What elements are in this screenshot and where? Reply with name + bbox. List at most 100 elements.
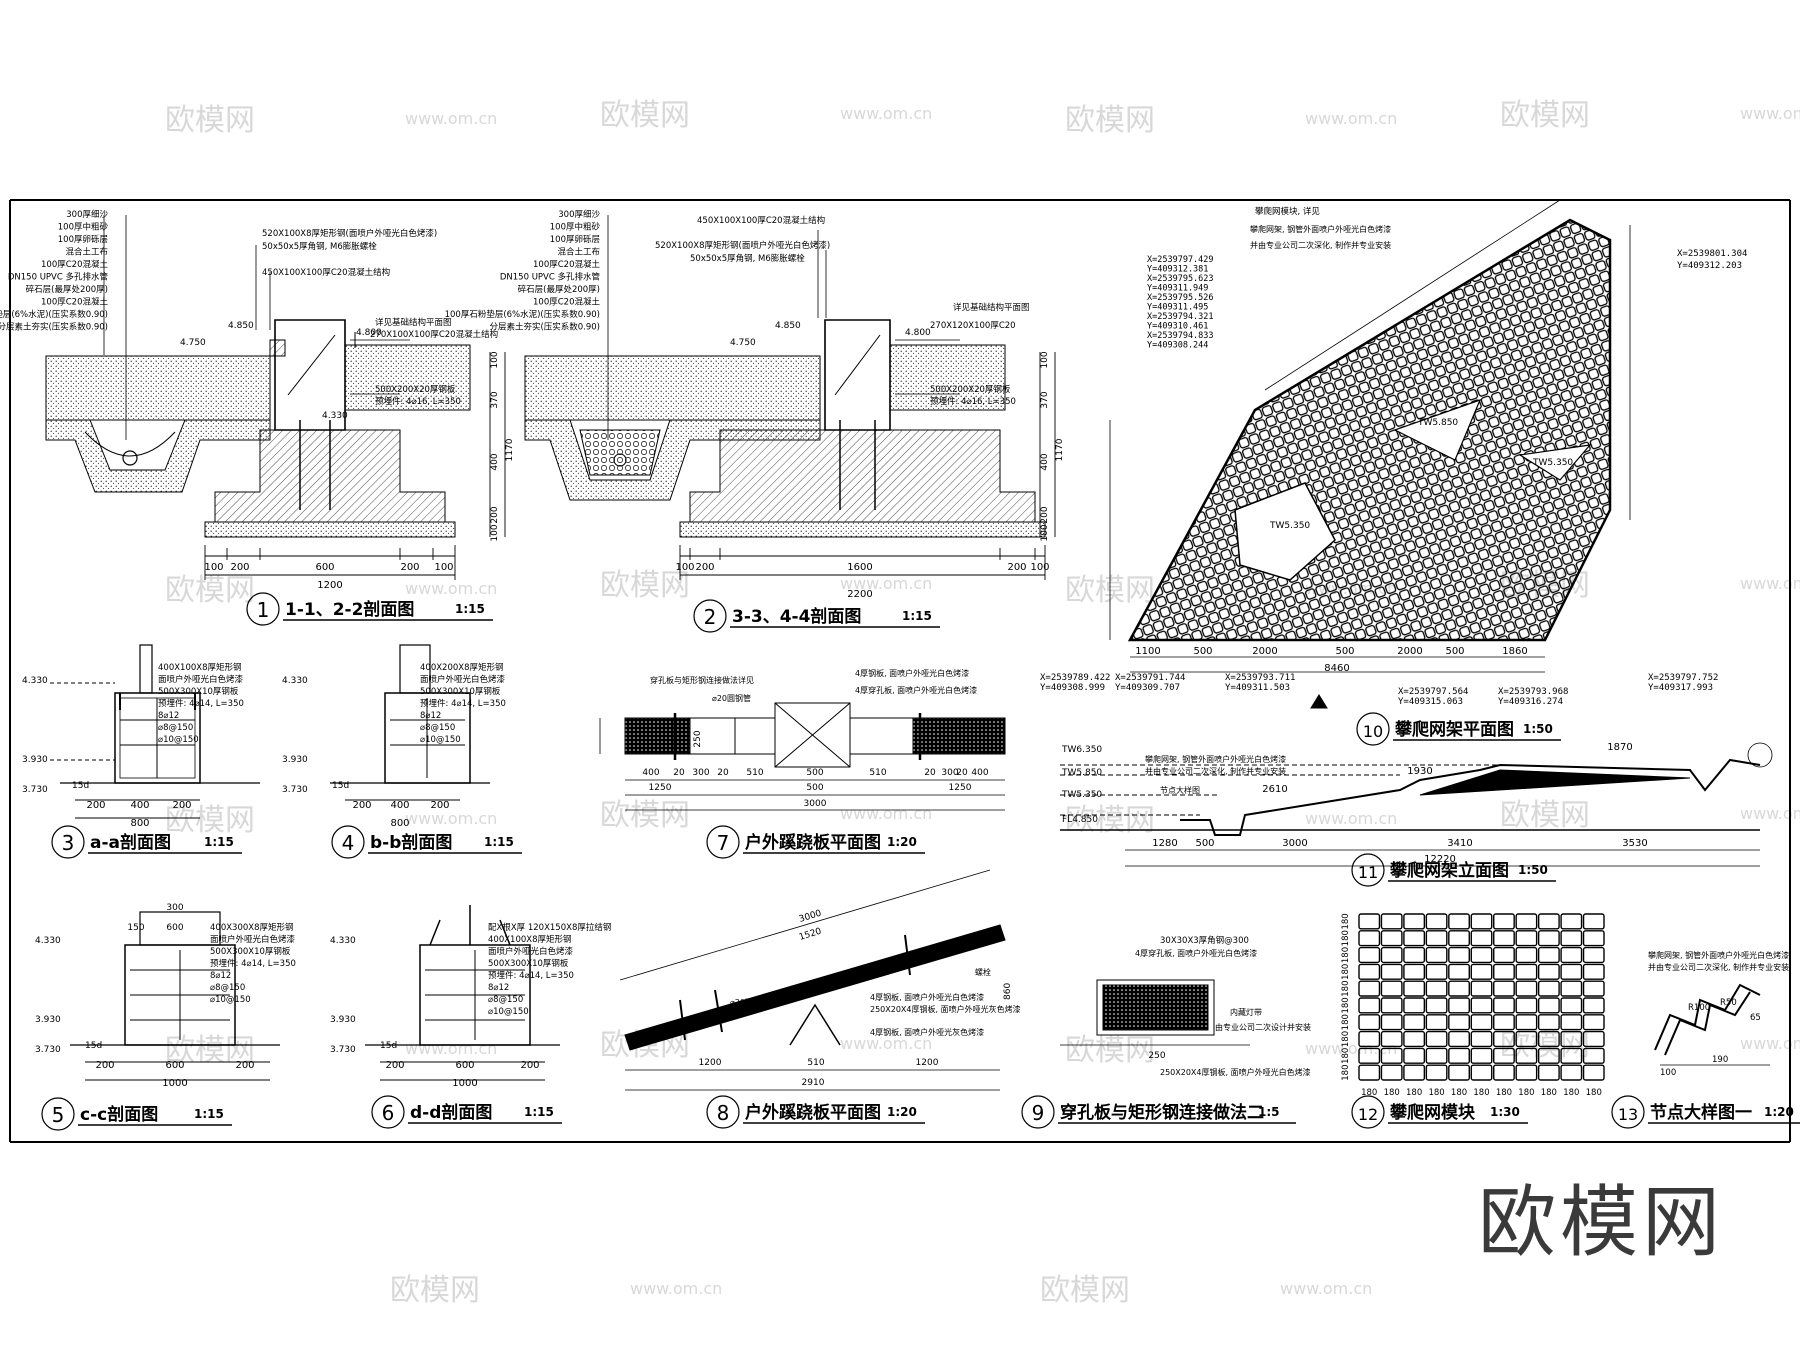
sec-c-note: 500X300X10厚钢板 [210,946,291,957]
layer-note: 混合土工布 [557,247,600,258]
net-cell [1448,1064,1470,1081]
sec-d-note: 500X300X10厚钢板 [488,958,569,969]
net-cell [1358,997,1381,1014]
net-note: 并由专业公司二次深化, 制作并专业安装 [1145,766,1286,776]
drawing-scale: 1:15 [484,835,514,849]
module-dim: 180 [1451,1088,1467,1098]
net-cell [1537,946,1560,964]
sec-b-note: ⌀10@150 [420,735,461,745]
drawing-title: 节点大样图一 [1650,1102,1752,1123]
node-note: 攀爬网架, 钢管外面喷户外哑光白色烤漆 [1648,950,1789,960]
net-cell [1380,980,1403,997]
section-1-1-drawing [45,215,506,580]
lap-label: 15d [380,1041,397,1051]
node-note: 30X30X3厚角钢@300 [1160,935,1249,946]
watermark-text: 欧模网 [1500,1028,1590,1063]
net-cell [1425,1014,1448,1031]
net-cell [1515,997,1538,1014]
coordinate-label: Y=409311.949 [1147,284,1208,294]
level-label: TW5.350 [1061,790,1102,800]
layer-note: 100厚C20混凝土 [533,259,600,270]
net-cell [1515,913,1538,930]
watermark-url: www.om.cn [1305,109,1397,128]
net-cell [1425,997,1448,1014]
seesaw-note: ⌀20圆钢管 [730,997,769,1007]
net-cell [1582,930,1605,947]
dimension-total: 2200 [847,589,872,600]
net-cell [1425,963,1448,980]
watermark-text: 欧模网 [1040,1273,1130,1308]
sec-b-note: 8⌀12 [420,711,441,721]
watermark-text: 欧模网 [600,798,690,833]
node-dim: 190 [1712,1055,1728,1065]
net-cell [1537,1030,1560,1048]
seesaw-plan-drawing [599,702,1006,811]
watermark-text: 欧模网 [1065,103,1155,138]
title-number-circle [706,1095,740,1129]
dimension-label: 500 [1445,646,1464,657]
title-number-circle [1611,1095,1645,1129]
net-cell [1448,963,1470,980]
section-note: 500X200X20厚钢板 [375,384,456,395]
tw-label: TW5.350 [1269,521,1310,531]
dimension-label: 100 [1040,351,1050,368]
layer-note: 100厚C20混凝土 [41,297,108,308]
net-cell [1493,997,1515,1014]
sec-b-note: 面喷户外哑光白色烤漆 [420,674,506,685]
title-number-circle [1351,1095,1385,1129]
layer-note: 分层素土夯实(压实系数0.90) [0,322,108,333]
level-label: TW6.350 [1061,745,1102,755]
drawing-title: 攀爬网模块 [1389,1102,1476,1123]
dimension-label: 500 [806,783,823,793]
dimension-label: 400 [490,453,500,470]
module-dim: 180 [1563,1088,1579,1098]
elevation-label: 3.730 [35,1045,61,1055]
dimension-label: 3000 [798,909,823,925]
title-number-circle [706,825,740,859]
watermark-url: www.om.cn [1305,1039,1397,1058]
drawing-scale: 1:15 [902,609,932,623]
watermark-url: www.om.cn [840,1034,932,1053]
dimension-label: 370 [490,391,500,408]
module-dim: 180 [1341,1031,1351,1047]
dimension-total: 8460 [1324,663,1349,674]
net-cell [1448,913,1470,930]
net-cell [1470,997,1493,1014]
layer-note: 100厚C20混凝土 [533,297,600,308]
net-cell [1537,997,1560,1014]
title-number: 8 [717,1101,730,1125]
net-note: 节点大样图 [1160,785,1200,795]
net-cell [1470,980,1493,997]
drawing-scale: 1:15 [204,835,234,849]
net-cell [1448,997,1470,1014]
net-cell [1358,1014,1381,1031]
net-cell [1470,946,1493,964]
coordinate-label: X=2539801.304 [1677,249,1747,259]
dimension-total: 3000 [804,799,827,809]
sec-b-note: 预埋件: 4⌀14, L=350 [420,698,506,709]
net-cell [1425,913,1448,930]
dimension-label: 100 [675,562,694,573]
module-dim: 180 [1473,1088,1489,1098]
dimension-label: 100 [204,562,223,573]
section-note: 270X120X100厚C20 [930,321,1016,331]
sec-a-note: 400X100X8厚矩形钢 [158,662,242,673]
coordinate-label: Y=409308.244 [1147,341,1208,351]
drawing-title: d-d剖面图 [410,1102,492,1123]
coordinate-label: X=2539797.429 [1147,255,1214,265]
watermark-url: www.om.cn [405,1039,497,1058]
dimension-label: 100 [434,562,453,573]
dimension-total: 1000 [452,1078,477,1089]
section-a-a-drawing [50,644,260,819]
net-cell [1470,1047,1493,1064]
watermark-text: 欧模网 [600,98,690,133]
net-cell [1425,1030,1448,1048]
net-cell [1515,1014,1538,1031]
section-3-3-drawing [524,215,1056,580]
section-b-b-drawing [330,644,490,801]
net-cell [1425,980,1448,997]
dimension-label: 1100 [1135,646,1160,657]
dimension-label: 200 [400,562,419,573]
dimension-label: 200 [86,800,105,811]
